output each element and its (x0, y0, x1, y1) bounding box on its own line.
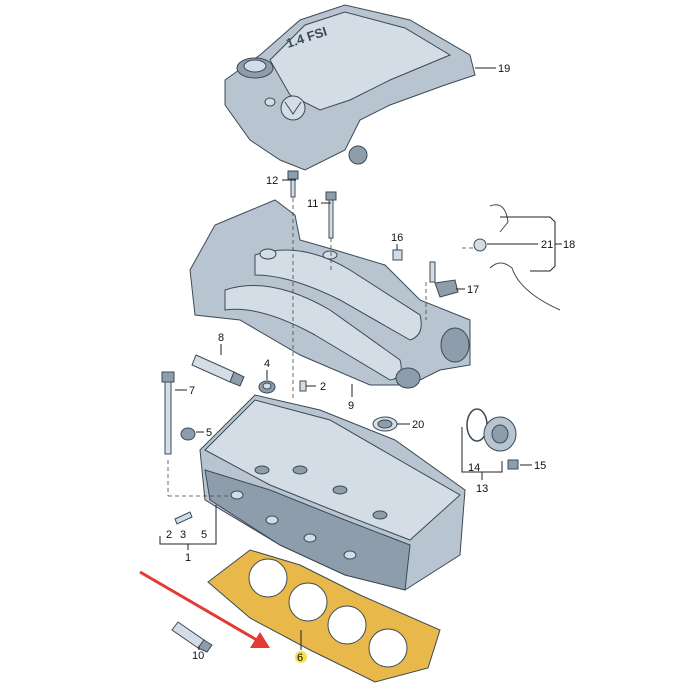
bolt-11 (325, 191, 337, 239)
callout-17: 17 (467, 284, 479, 296)
valve-16 (392, 249, 403, 261)
seal-20 (372, 416, 398, 432)
callout-5-bottom: 5 (201, 529, 207, 541)
callout-19: 19 (498, 63, 510, 75)
callout-15: 15 (534, 460, 546, 472)
bolt-15 (507, 459, 519, 470)
callout-21: 21 (541, 239, 553, 251)
hose-18 (489, 204, 561, 311)
callout-6: 6 (297, 652, 303, 664)
callout-10: 10 (192, 650, 204, 662)
callout-20: 20 (412, 419, 424, 431)
seal-4 (258, 380, 276, 394)
engine-cover: 1.4 FSI (224, 4, 476, 171)
cylinder-head (199, 394, 466, 591)
cover-13 (483, 416, 517, 452)
callout-5-top: 5 (206, 427, 212, 439)
camshaft-housing (189, 199, 471, 389)
callout-14: 14 (468, 462, 480, 474)
direction-arrow (139, 570, 270, 648)
callout-13: 13 (476, 483, 488, 495)
callout-11: 11 (307, 198, 318, 210)
callout-1: 1 (185, 552, 191, 564)
callout-9: 9 (348, 400, 354, 412)
callout-4: 4 (264, 358, 270, 370)
callout-2-top: 2 (320, 381, 326, 393)
sensor-17 (429, 261, 459, 298)
leader-lines (159, 67, 562, 650)
callout-labels: 19 12 11 16 17 21 18 8 4 2 7 9 5 20 15 1… (166, 63, 575, 664)
callout-6-highlight (295, 651, 307, 663)
callout-8: 8 (218, 332, 224, 344)
callout-12: 12 (266, 175, 278, 187)
sleeve-2 (299, 380, 307, 392)
bolt-7 (161, 371, 175, 455)
bolt-12 (287, 170, 299, 198)
tube-10 (171, 621, 213, 653)
valve-21 (473, 238, 487, 252)
tube-8 (191, 354, 245, 387)
callout-2-bottom: 2 (166, 529, 172, 541)
callout-18: 18 (563, 239, 575, 251)
callout-7: 7 (189, 385, 195, 397)
callout-3: 3 (180, 529, 186, 541)
cylinder-head-gasket (207, 549, 441, 683)
plug-5 (180, 427, 196, 441)
stud-3 (174, 511, 193, 525)
callout-16: 16 (391, 232, 403, 244)
